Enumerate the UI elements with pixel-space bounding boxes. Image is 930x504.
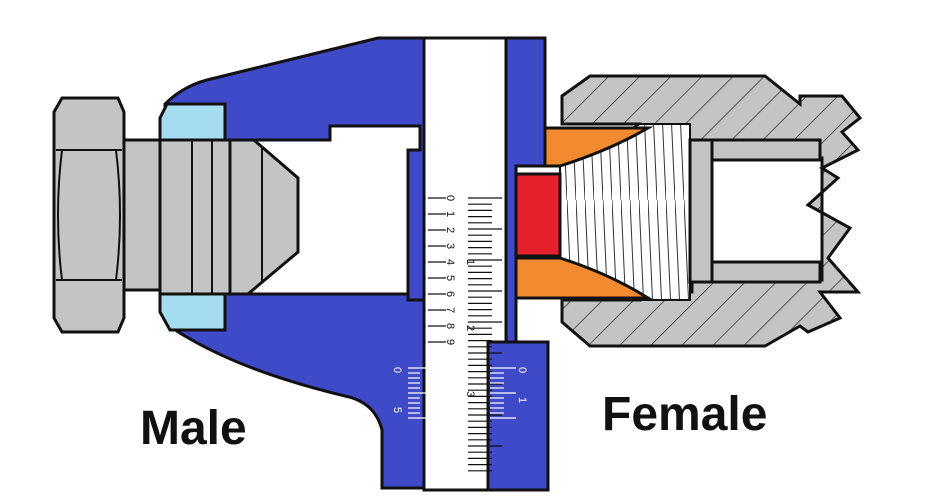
- hex-nut: [52, 96, 126, 334]
- main-scale-number: 5: [444, 275, 456, 281]
- main-scale-number: 2: [444, 227, 456, 233]
- female-seal-bottom: [514, 256, 654, 300]
- right-vernier-number: 1: [516, 397, 528, 403]
- female-seal-top: [543, 126, 654, 168]
- secondary-scale-numbers: 1 2 3: [464, 259, 476, 397]
- fitting-nose: [228, 133, 300, 296]
- main-scale-number: 6: [444, 291, 456, 297]
- male-fitting: [52, 96, 300, 334]
- caliper-vernier-plate: [486, 340, 550, 492]
- left-vernier-number: 0: [391, 367, 403, 373]
- female-label: Female: [602, 388, 767, 441]
- main-scale-number: 1: [444, 211, 456, 217]
- right-vernier-scale: 01: [490, 367, 528, 419]
- secondary-scale-number: 1: [464, 259, 476, 265]
- main-scale-ticks: [428, 197, 502, 472]
- main-scale-number: 0: [444, 195, 456, 201]
- male-seal-top: [158, 102, 227, 142]
- male-seal-bottom: [158, 292, 227, 332]
- secondary-scale-number: 3: [464, 391, 476, 397]
- female-fitting: [514, 74, 863, 348]
- male-label: Male: [140, 402, 247, 455]
- main-scale-number: 7: [444, 307, 456, 313]
- hex-nut-chamfer: [115, 149, 121, 281]
- fitting-body: [158, 126, 232, 300]
- left-vernier-number: 5: [391, 407, 403, 413]
- secondary-scale-number: 2: [464, 325, 476, 331]
- main-scale-number: 8: [444, 323, 456, 329]
- main-scale-number: 4: [444, 259, 456, 265]
- female-seal-red: [514, 172, 562, 258]
- main-scale-number: 3: [444, 243, 456, 249]
- left-vernier-scale: 05: [391, 367, 432, 419]
- main-scale-number: 9: [444, 339, 456, 345]
- right-vernier-number: 0: [516, 367, 528, 373]
- hex-nut-chamfer: [57, 149, 63, 281]
- main-scale-numbers: 0 1 2 3 4 5 6 7 8 9: [444, 195, 456, 345]
- fitting-collar: [122, 138, 162, 292]
- female-tube-wall: [688, 138, 714, 284]
